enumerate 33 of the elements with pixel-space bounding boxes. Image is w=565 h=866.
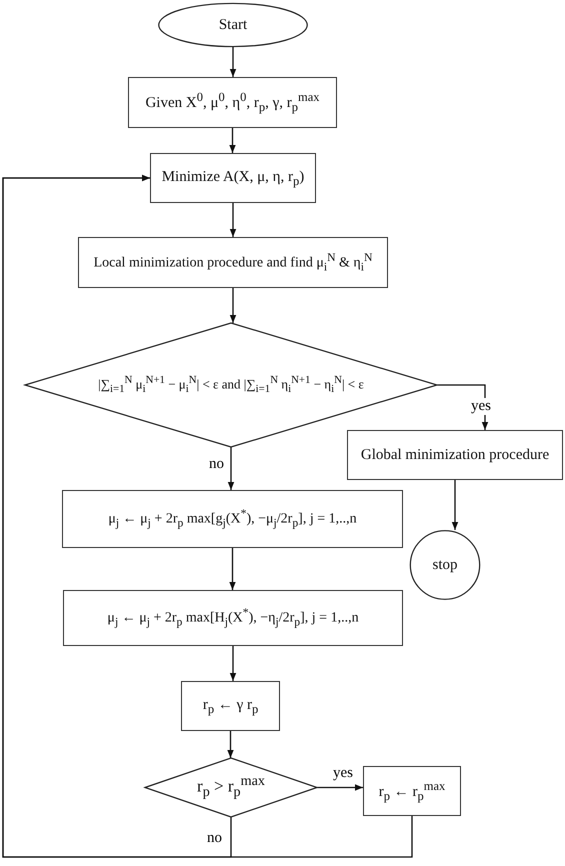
arrow xyxy=(452,480,458,530)
arrow xyxy=(317,784,363,791)
arrow xyxy=(227,731,234,758)
process-box xyxy=(363,766,461,816)
arrow xyxy=(2,174,413,858)
node-text: |∑$_{i=1}$$^{N}$ μ$_{i}$$^{N+1}$ − μ$_{i}$$^{N}$| < ε and |∑$_{i=1}$$^{N}$ η$_{i}$$^{N+1}$ − η$_{i}$$^{N}$| < ε xyxy=(98,374,364,396)
process-box xyxy=(347,430,563,480)
decision-diamond xyxy=(145,758,317,817)
process-box xyxy=(181,681,280,731)
process-box xyxy=(150,153,316,203)
process-box xyxy=(78,237,388,288)
node-text: μ$_{j}$ ← μ$_{j}$ + 2r$_{p}$ max[g$_{j}$(X$^{*}$), −μ$_{j}$/2r$_{p}$], j = 1,..,n xyxy=(108,507,357,531)
arrow xyxy=(230,203,236,237)
arrow xyxy=(230,646,236,681)
node-text: Global minimization procedure xyxy=(360,446,550,464)
arrow xyxy=(230,288,236,323)
terminal-ellipse xyxy=(410,530,480,600)
process-box xyxy=(128,77,337,128)
node-text: r$_{p}$ ← γ r$_{p}$ xyxy=(202,696,258,716)
arrow xyxy=(230,47,236,77)
arrow xyxy=(228,447,234,490)
process-box xyxy=(63,590,403,646)
node-text: μ$_{j}$ ← μ$_{j}$ + 2r$_{p}$ max[H$_{j}$(X$^{*}$), −η$_{j}$/2r$_{p}$], j = 1,..,n xyxy=(107,606,359,630)
arrow xyxy=(437,384,488,430)
process-box xyxy=(62,490,403,548)
edge-label: yes xyxy=(470,398,492,415)
node-text: Start xyxy=(218,16,248,34)
decision-diamond xyxy=(25,323,437,447)
node-text: Minimize A(X, μ, η, r$_{p}$) xyxy=(162,168,304,188)
node-text: stop xyxy=(432,556,458,574)
arrow xyxy=(229,128,236,153)
arrow xyxy=(229,548,236,590)
terminal-ellipse xyxy=(158,3,308,47)
